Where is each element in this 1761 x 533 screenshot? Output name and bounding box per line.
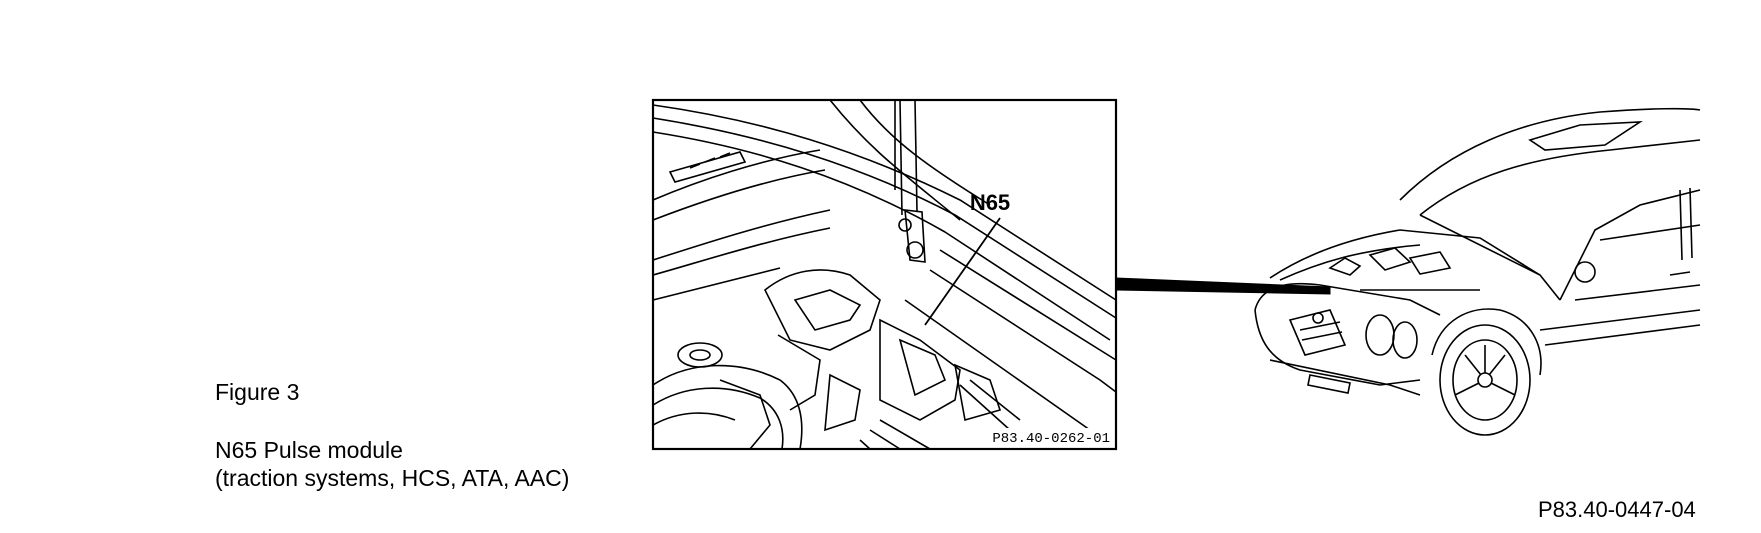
car-front-top: [1254, 282, 1441, 316]
car-roof: [1399, 107, 1701, 201]
figure-number: Figure 3: [215, 379, 300, 405]
figure-caption: Figure 3 N65 Pulse module (traction syst…: [215, 378, 569, 492]
engine-bay-linework: [652, 99, 1117, 450]
car-headlight-left: [1365, 314, 1395, 356]
image-code-backdrop: [986, 428, 1112, 446]
reference-code: P83.40-0447-04: [1538, 497, 1696, 522]
car-license-plate: [1307, 374, 1351, 394]
detail-image-code: P83.40-0262-01: [992, 431, 1110, 447]
component-systems: (traction systems, HCS, ATA, AAC): [215, 465, 570, 491]
car-headlight-right: [1392, 321, 1418, 359]
detail-inset: [651, 98, 1118, 451]
car-front-wheel: [1439, 324, 1531, 436]
car-mirror: [1574, 261, 1596, 283]
car-sunroof: [1528, 121, 1643, 151]
n65-callout-label: N65: [970, 190, 1010, 215]
component-name: N65 Pulse module: [215, 437, 403, 463]
car-overview: [1254, 107, 1701, 436]
connector-bar: [1115, 277, 1331, 295]
car-hood: [1269, 229, 1541, 279]
n65-leader-line: [924, 217, 1001, 326]
